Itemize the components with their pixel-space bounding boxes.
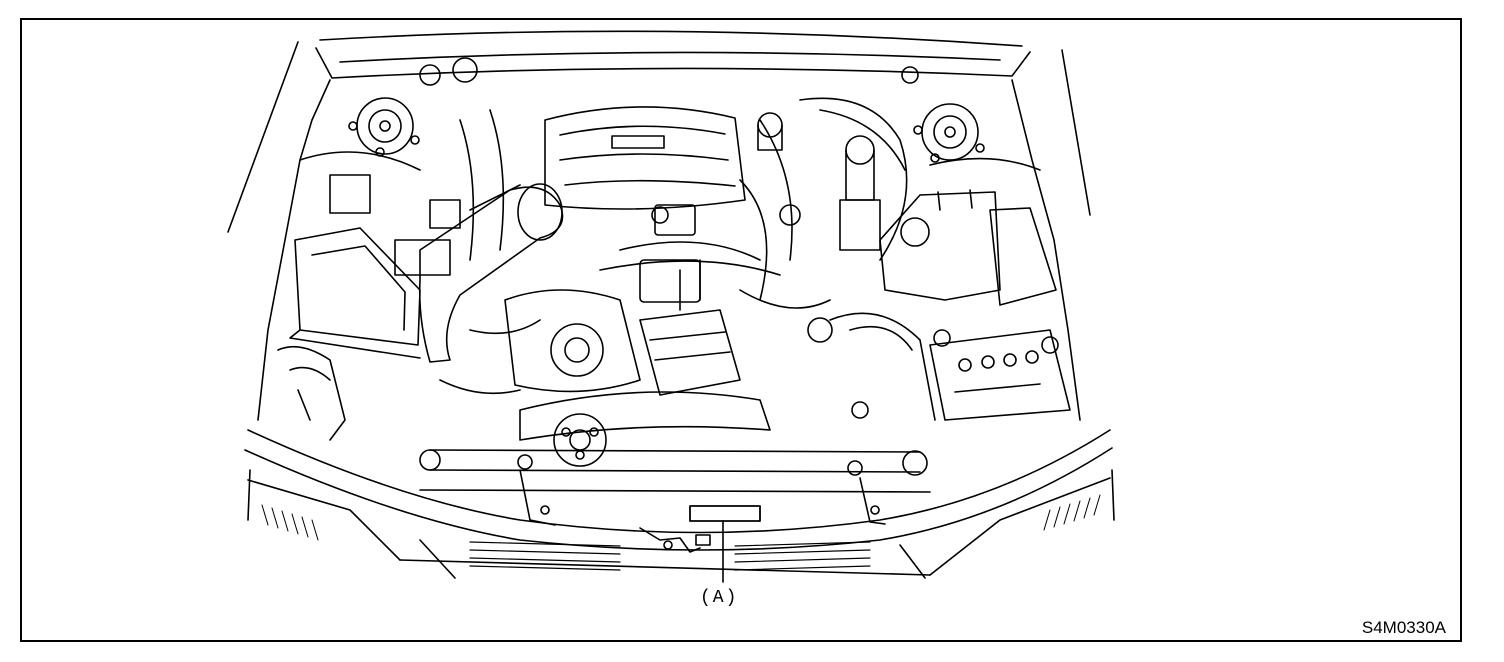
strut-tower-right (913, 103, 985, 163)
figure-code: S4M0330A (1361, 618, 1446, 637)
hood-outline (227, 30, 1091, 233)
hoses-and-wiring (439, 97, 936, 421)
alternator (553, 413, 607, 467)
hood-latch (639, 527, 711, 553)
air-cleaner-box (289, 227, 421, 359)
washer-reservoir (879, 189, 1001, 301)
coolant-hose-left (277, 345, 346, 441)
air-intake-duct (418, 183, 564, 363)
bumper-hatching (261, 494, 1101, 541)
fender-walls (257, 79, 1081, 421)
engine-components (329, 57, 919, 419)
front-body (244, 429, 1115, 579)
battery (929, 207, 1071, 421)
radiator-support (419, 449, 931, 526)
intake-plenum (544, 106, 746, 210)
strut-tower-left (348, 97, 420, 157)
label-location-a (689, 505, 761, 522)
figure-frame (20, 18, 1462, 642)
callout-label: (A) (700, 588, 739, 608)
grille (469, 541, 871, 571)
engine-front (504, 289, 771, 441)
